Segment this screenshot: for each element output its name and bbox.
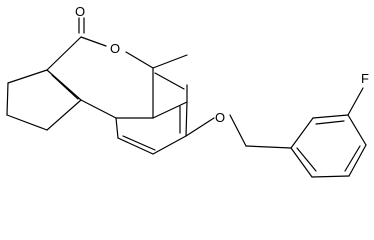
- ring-oxygen-label: O: [110, 41, 120, 56]
- cyclopentane-ring: [6, 69, 82, 131]
- chemical-structure: O O O F: [6, 4, 369, 178]
- lactone-ring: [46, 17, 154, 119]
- ether-linkage: [185, 114, 247, 147]
- methyl-bond-upper: [152, 54, 188, 69]
- ether-oxygen-label: O: [215, 110, 225, 125]
- carbonyl-oxygen-label: O: [75, 4, 85, 19]
- fluorophenyl-ring: [245, 87, 367, 178]
- coumarin-benzene-ring: [115, 72, 188, 155]
- fluorine-label: F: [361, 71, 369, 86]
